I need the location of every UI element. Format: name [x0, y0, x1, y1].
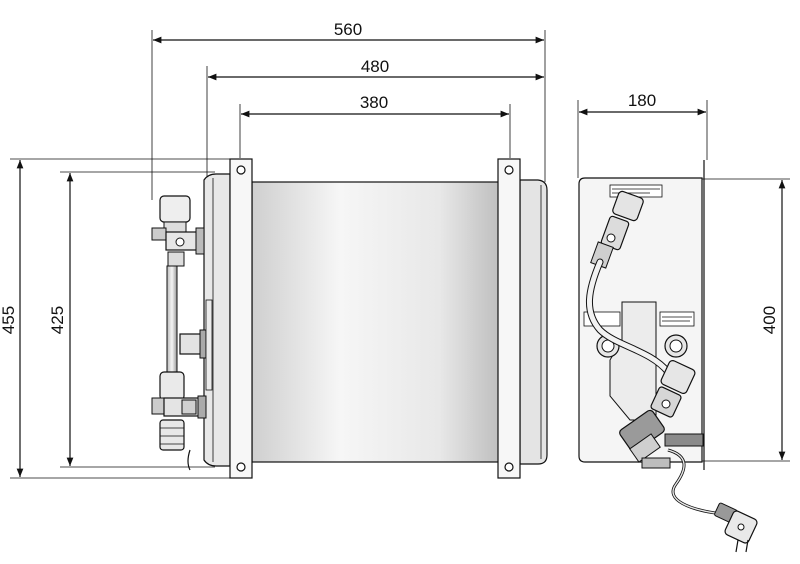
dimension-width-body: 480: [208, 57, 544, 81]
dimension-label-width-brackets: 380: [360, 93, 388, 112]
valve-icon: [590, 190, 644, 269]
tank-end-cap-right: [519, 179, 548, 465]
dimension-label-height-side: 400: [760, 306, 779, 334]
dimension-label-depth: 180: [628, 91, 656, 110]
dimension-width-overall: 560: [153, 20, 544, 44]
bracket-icon: [497, 158, 521, 479]
dimension-label-width-overall: 560: [334, 20, 362, 39]
valve-icon: [151, 371, 207, 471]
side-view: 180 400: [577, 91, 790, 553]
dimension-label-height-body: 425: [48, 306, 67, 334]
dimension-depth: 180: [579, 91, 706, 116]
dimension-height-side: 400: [760, 180, 786, 460]
valve-icon: [619, 360, 704, 469]
valve-icon: [179, 299, 213, 391]
dimension-height-body: 425: [48, 173, 74, 466]
front-view: 560 480 380 455 425: [0, 20, 548, 479]
dimension-height-overall: 455: [0, 160, 24, 477]
pipe: [166, 265, 178, 375]
tank-body: [251, 181, 503, 463]
info-label: [659, 311, 695, 327]
valve-icon: [151, 195, 205, 267]
dimension-width-brackets: 380: [241, 93, 509, 118]
power-plug-icon: [714, 502, 758, 553]
dimension-label-width-body: 480: [361, 57, 389, 76]
bracket-icon: [229, 158, 253, 479]
dimension-label-height-overall: 455: [0, 306, 18, 334]
